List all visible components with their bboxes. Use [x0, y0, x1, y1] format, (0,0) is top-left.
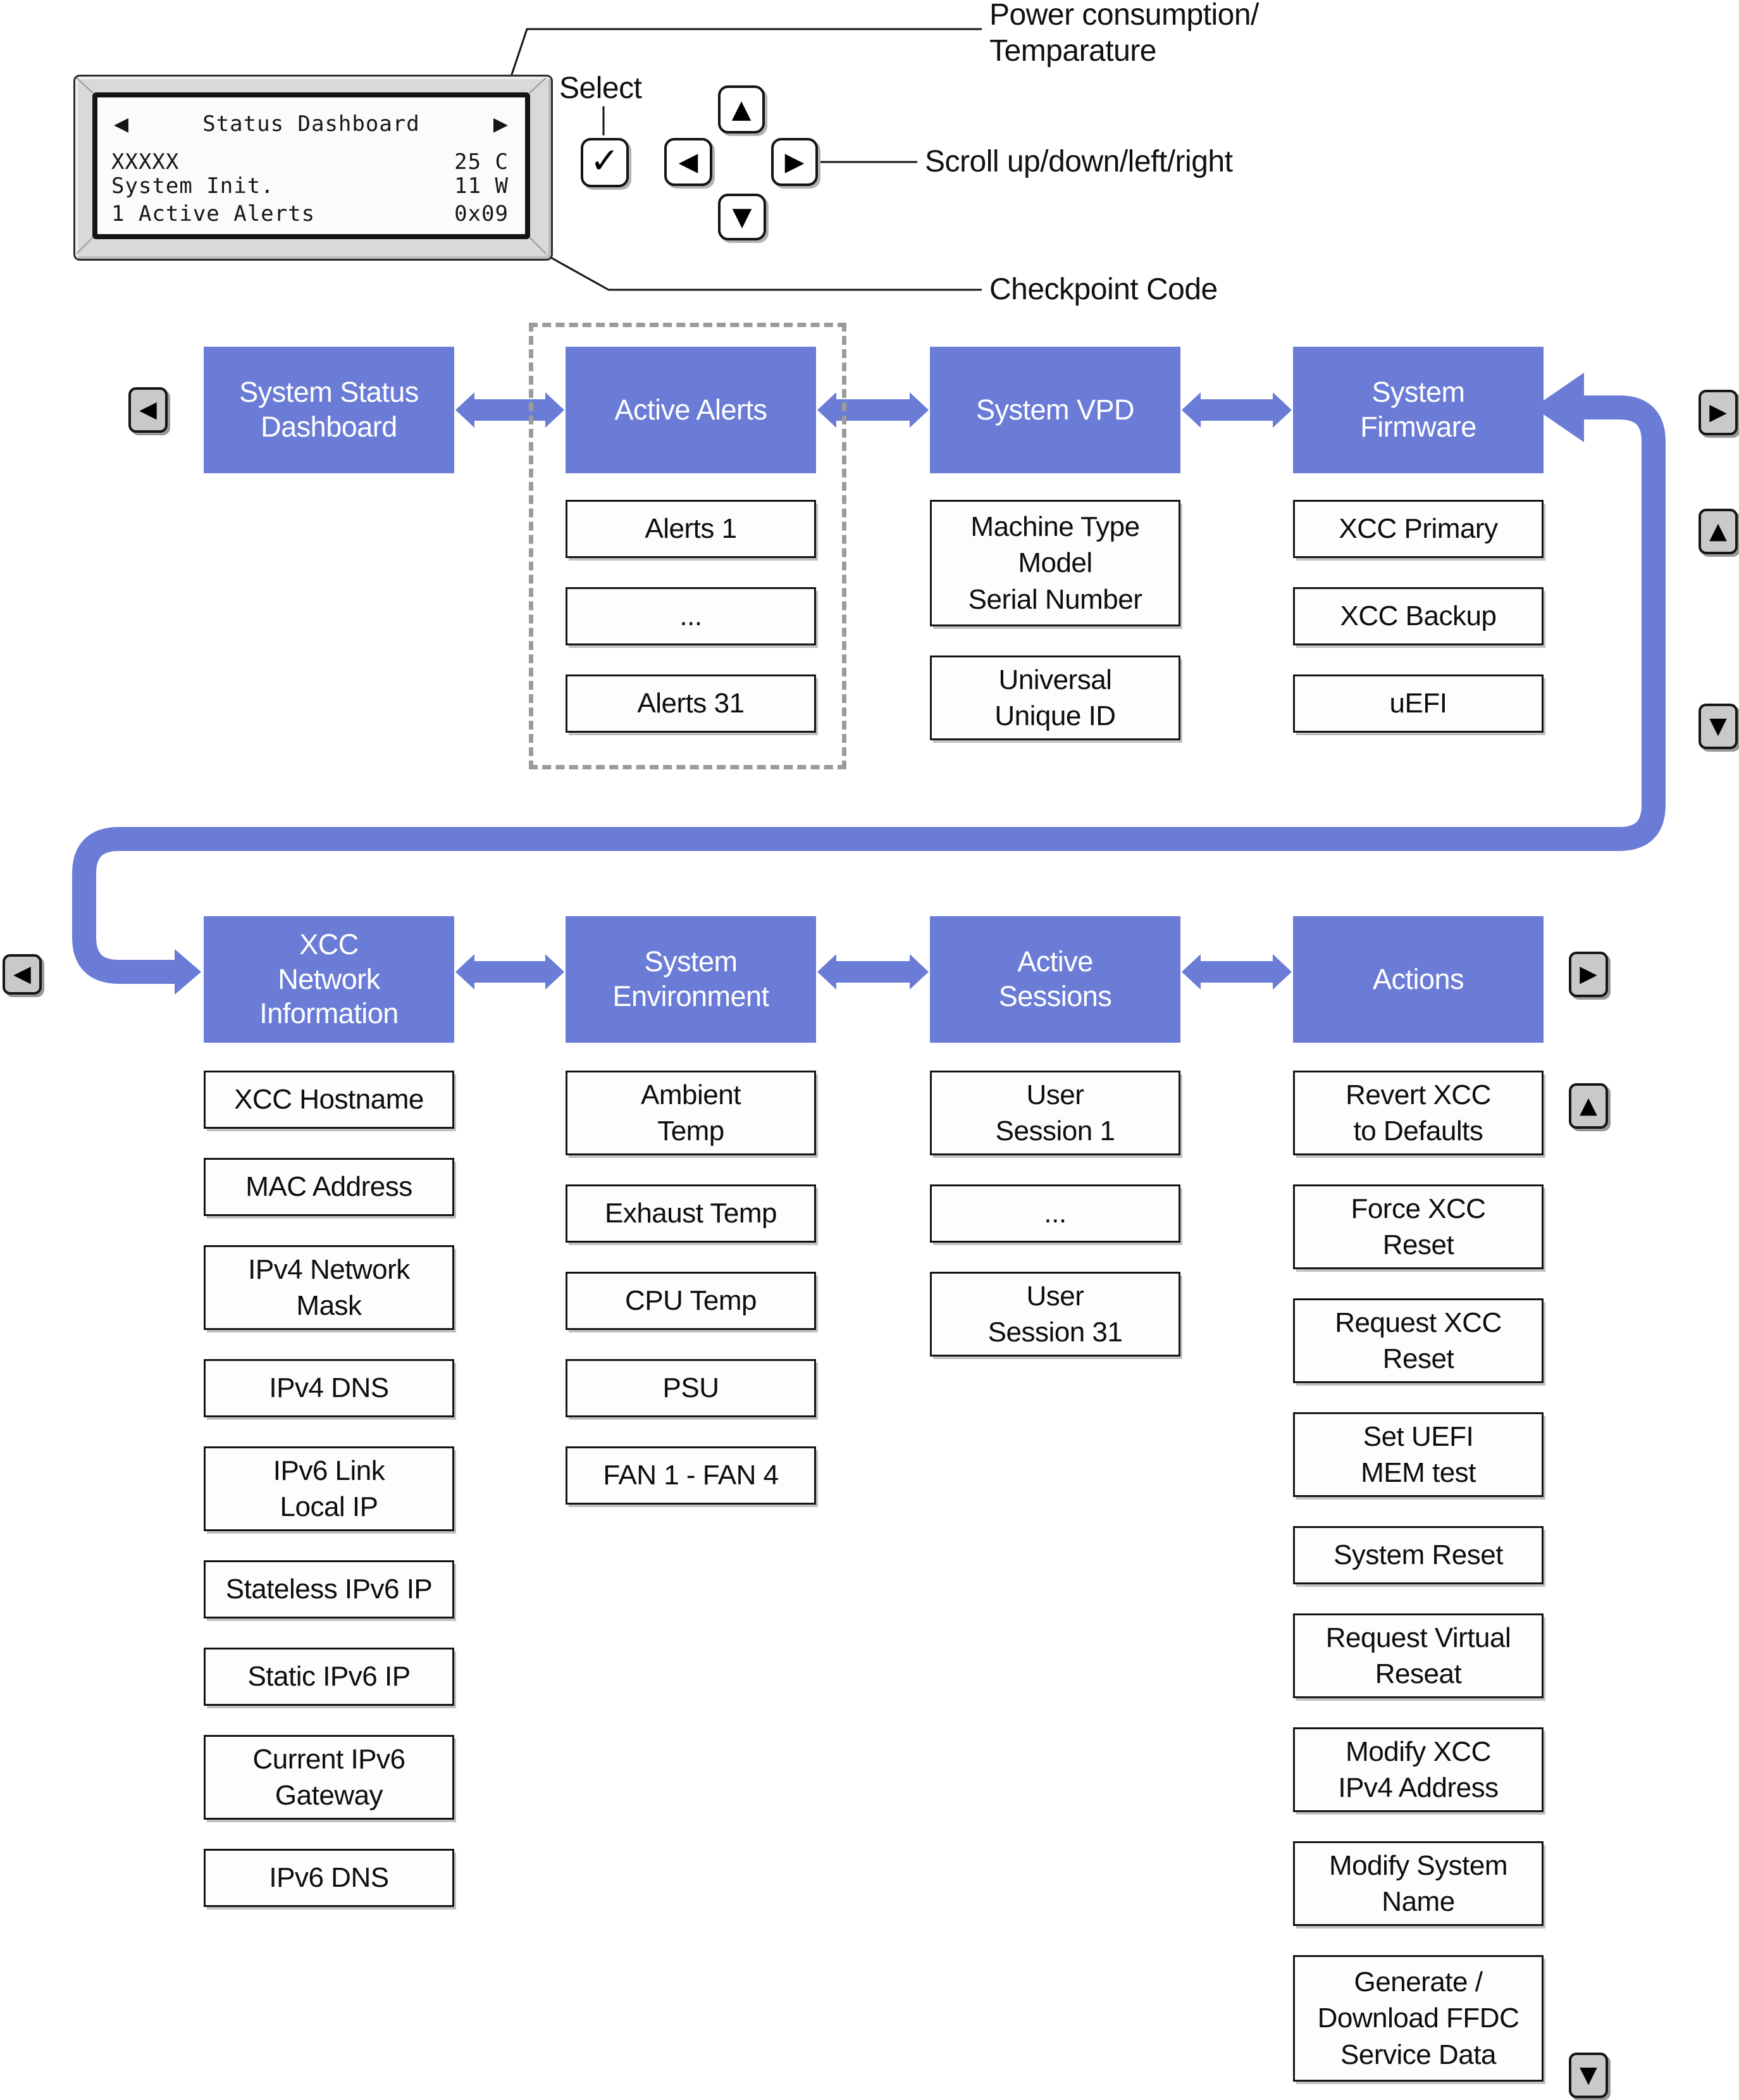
menu-node-system-firmware: System Firmware: [1293, 347, 1544, 473]
bidirectional-arrow: [455, 954, 564, 990]
power-temp-label: Power consumption/ Temparature: [989, 0, 1259, 68]
scroll-up-button[interactable]: ▲: [718, 85, 765, 134]
lcd-left-arrow-icon: ◀: [114, 113, 130, 135]
lcd-right-arrow-icon: ▶: [493, 113, 509, 135]
menu-item-xcc-primary: XCC Primary: [1293, 500, 1544, 558]
menu-item-set-uefi-mem-test: Set UEFI MEM test: [1293, 1412, 1544, 1497]
checkpoint-label: Checkpoint Code: [989, 273, 1218, 306]
lcd-row-temperature: XXXXX 25 C: [97, 149, 525, 175]
menu-node-xcc-network-information: XCC Network Information: [204, 916, 454, 1043]
right-triangle-icon: ▶: [784, 147, 805, 177]
up-triangle-icon: ▲: [1709, 518, 1727, 544]
menu-item-force-xcc-reset: Force XCC Reset: [1293, 1184, 1544, 1269]
menu-item-psu: PSU: [566, 1359, 816, 1417]
menu-node-active-alerts: Active Alerts: [566, 347, 816, 473]
row1-right-nav-button[interactable]: ▶: [1699, 390, 1738, 435]
down-triangle-icon: ▼: [1580, 2062, 1597, 2088]
menu-node-system-status-dashboard: System Status Dashboard: [204, 347, 454, 473]
menu-item-exhaust-temp: Exhaust Temp: [566, 1184, 816, 1243]
lcd-alerts-text: 1 Active Alerts: [111, 201, 316, 227]
menu-node-system-vpd: System VPD: [930, 347, 1180, 473]
menu-item-ipv4-network-mask: IPv4 Network Mask: [204, 1245, 454, 1330]
menu-item-fan-1-fan-4: FAN 1 - FAN 4: [566, 1446, 816, 1505]
menu-item-modify-system-name: Modify System Name: [1293, 1841, 1544, 1926]
menu-item-ipv4-dns: IPv4 DNS: [204, 1359, 454, 1417]
menu-item-request-virtual-reseat: Request Virtual Reseat: [1293, 1613, 1544, 1698]
bidirectional-arrow: [1182, 954, 1292, 990]
row1-down-nav-button[interactable]: ▼: [1699, 704, 1738, 749]
row1-left-nav-button[interactable]: ◀: [128, 387, 168, 433]
left-triangle-icon: ◀: [139, 397, 157, 423]
lcd-checkpoint-value: 0x09: [454, 201, 509, 227]
menu-node-system-environment: System Environment: [566, 916, 816, 1043]
scroll-label: Scroll up/down/left/right: [925, 145, 1233, 178]
menu-item-generate-download-ffdc-service-data: Generate / Download FFDC Service Data: [1293, 1955, 1544, 2082]
right-triangle-icon: ▶: [1709, 399, 1727, 425]
right-triangle-icon: ▶: [1580, 961, 1597, 987]
lcd-title: Status Dashboard: [202, 111, 420, 137]
menu-item-revert-xcc-to-defaults: Revert XCC to Defaults: [1293, 1071, 1544, 1155]
wrap-connector-arrowhead-into-network-info: [175, 949, 201, 995]
menu-item-user-session-1: User Session 1: [930, 1071, 1180, 1155]
menu-item-cpu-temp: CPU Temp: [566, 1272, 816, 1330]
up-triangle-icon: ▲: [1580, 1093, 1597, 1119]
row2-right-nav-button[interactable]: ▶: [1569, 952, 1608, 997]
menu-item-alerts-1: Alerts 1: [566, 500, 816, 558]
menu-node-actions: Actions: [1293, 916, 1544, 1043]
bidirectional-arrow: [817, 954, 929, 990]
menu-item-system-reset: System Reset: [1293, 1526, 1544, 1584]
menu-item-ipv6-dns: IPv6 DNS: [204, 1849, 454, 1907]
bidirectional-arrow: [1182, 392, 1292, 428]
select-button[interactable]: ✓: [581, 138, 629, 187]
lcd-title-row: ◀ Status Dashboard ▶: [97, 111, 525, 137]
row2-left-nav-button[interactable]: ◀: [3, 954, 42, 995]
row1-up-nav-button[interactable]: ▲: [1699, 509, 1738, 554]
menu-item-xcc-backup: XCC Backup: [1293, 587, 1544, 645]
check-icon: ✓: [590, 140, 620, 182]
menu-item-ambient-temp: Ambient Temp: [566, 1071, 816, 1155]
menu-item-ipv6-link-local-ip: IPv6 Link Local IP: [204, 1446, 454, 1531]
lcd-power-value: 11 W: [454, 173, 509, 199]
lcd-status-text: System Init.: [111, 173, 275, 199]
menu-item-request-xcc-reset: Request XCC Reset: [1293, 1298, 1544, 1383]
left-triangle-icon: ◀: [678, 147, 698, 177]
lcd-temperature-value: 25 C: [454, 149, 509, 175]
menu-item-ellipsis: ...: [566, 587, 816, 645]
lcd-row-power: System Init. 11 W: [97, 173, 525, 199]
row2-up-nav-button[interactable]: ▲: [1569, 1083, 1608, 1129]
active-alerts-group-outline: [529, 323, 846, 769]
down-triangle-icon: ▼: [732, 202, 752, 232]
scroll-right-button[interactable]: ▶: [771, 138, 818, 186]
menu-item-mac-address: MAC Address: [204, 1158, 454, 1216]
select-label: Select: [559, 71, 642, 105]
menu-item-xcc-hostname: XCC Hostname: [204, 1071, 454, 1129]
menu-item-user-session-31: User Session 31: [930, 1272, 1180, 1357]
bottom-down-nav-button[interactable]: ▼: [1569, 2053, 1608, 2098]
lcd-row-alerts: 1 Active Alerts 0x09: [97, 201, 525, 227]
menu-node-active-sessions: Active Sessions: [930, 916, 1180, 1043]
scroll-left-button[interactable]: ◀: [664, 138, 712, 186]
menu-item-machine-type-model-serial-number: Machine Type Model Serial Number: [930, 500, 1180, 626]
menu-item-static-ipv6-ip: Static IPv6 IP: [204, 1648, 454, 1706]
lcd-system-name: XXXXX: [111, 149, 180, 175]
menu-item-modify-xcc-ipv4-address: Modify XCC IPv4 Address: [1293, 1727, 1544, 1812]
lcd-panel: ◀ Status Dashboard ▶ XXXXX 25 C System I…: [73, 75, 553, 261]
down-triangle-icon: ▼: [1709, 713, 1727, 739]
menu-item-ellipsis: ...: [930, 1184, 1180, 1243]
menu-item-current-ipv6-gateway: Current IPv6 Gateway: [204, 1735, 454, 1820]
menu-item-universal-unique-id: Universal Unique ID: [930, 655, 1180, 740]
menu-item-uefi: uEFI: [1293, 674, 1544, 733]
menu-item-stateless-ipv6-ip: Stateless IPv6 IP: [204, 1560, 454, 1618]
lcd-screen: ◀ Status Dashboard ▶ XXXXX 25 C System I…: [92, 92, 530, 239]
menu-item-alerts-31: Alerts 31: [566, 674, 816, 733]
left-triangle-icon: ◀: [13, 961, 31, 987]
up-triangle-icon: ▲: [731, 95, 752, 124]
scroll-down-button[interactable]: ▼: [718, 194, 766, 240]
